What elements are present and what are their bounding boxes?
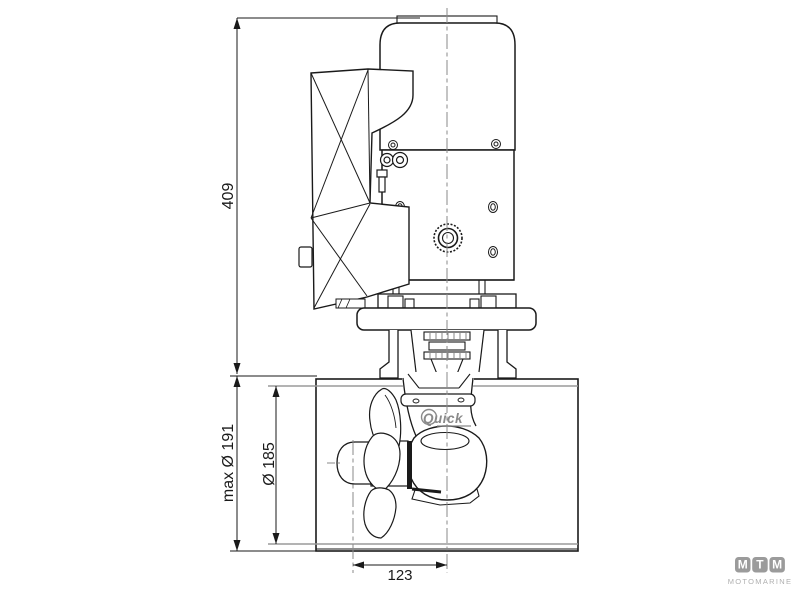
gearbox-base xyxy=(411,488,480,506)
prop-blade-middle xyxy=(363,432,401,492)
cowl-fold-lines xyxy=(310,68,371,309)
terminal-stud-body xyxy=(378,176,386,193)
center-boss xyxy=(433,223,463,253)
quick-logo-text: Quick xyxy=(423,411,464,426)
mtm-box-2 xyxy=(752,557,768,573)
battery-terminals xyxy=(376,151,409,193)
mtm-letter-1: M xyxy=(738,558,748,572)
cowl-bracket xyxy=(335,298,366,309)
prop-shaft-band xyxy=(407,441,412,489)
left-strut xyxy=(379,330,399,379)
dim-label-inner-d: Ø 185 xyxy=(261,442,278,486)
gearbox-base-dark xyxy=(411,487,442,494)
quick-logo: Quick xyxy=(420,408,471,427)
mtm-letter-3: M xyxy=(772,558,782,572)
gearbox-mouth xyxy=(420,431,470,451)
dim-label-max-od: max Ø 191 xyxy=(220,424,237,502)
dim-label-height: 409 xyxy=(220,183,237,210)
quick-logo-ring xyxy=(420,408,438,426)
mtm-box-3 xyxy=(769,557,785,573)
mtm-letter-2: T xyxy=(756,558,764,572)
prop-anode-dome xyxy=(336,441,372,485)
motor-face-screws xyxy=(388,139,501,150)
mtm-box-1 xyxy=(735,557,751,573)
mtm-watermark: M T M MOTOMARINE xyxy=(728,557,793,586)
right-strut xyxy=(497,330,517,379)
protective-cowl xyxy=(298,68,414,310)
terminal-stud-cap xyxy=(376,169,388,178)
propeller xyxy=(336,387,412,539)
gear-leg-struts xyxy=(379,329,517,379)
dimension-labels: 409 max Ø 191 Ø 185 123 xyxy=(220,183,413,584)
cowl-side-tab xyxy=(298,246,313,268)
leg-collar xyxy=(400,393,476,407)
mtm-subtitle: MOTOMARINE xyxy=(728,577,793,586)
prop-blade-bottom xyxy=(363,487,397,539)
dim-label-offset: 123 xyxy=(387,567,412,584)
yoke xyxy=(407,373,471,389)
plate-bolts xyxy=(387,280,497,309)
centerlines xyxy=(327,8,448,573)
dimensions xyxy=(230,17,447,569)
